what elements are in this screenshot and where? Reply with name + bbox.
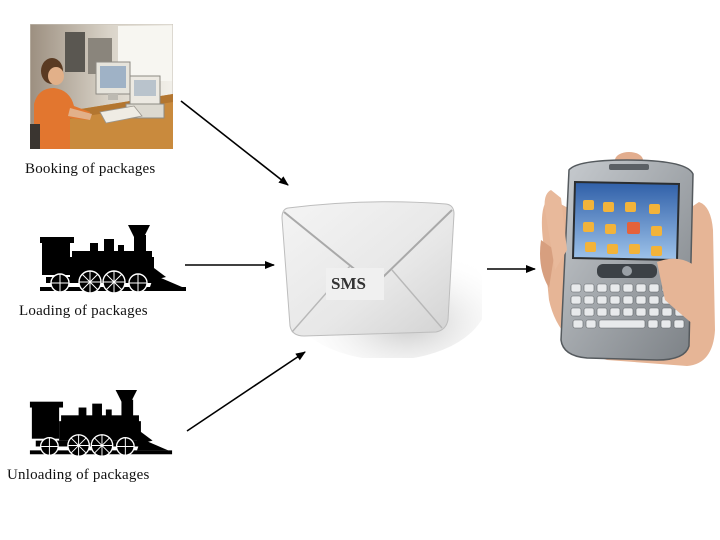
envelope-icon: SMS <box>281 201 482 358</box>
office-computer-icon <box>30 24 173 149</box>
arrow-unloading-to-sms <box>186 351 306 432</box>
unloading-label: Unloading of packages <box>7 467 150 483</box>
booking-label: Booking of packages <box>25 161 156 177</box>
steam-locomotive-icon <box>29 390 173 457</box>
mobile-phone-icon <box>540 152 715 366</box>
arrow-booking-to-sms <box>180 100 289 186</box>
steam-locomotive-icon <box>40 225 186 294</box>
sms-label: SMS <box>331 274 366 293</box>
loading-label: Loading of packages <box>19 303 148 319</box>
